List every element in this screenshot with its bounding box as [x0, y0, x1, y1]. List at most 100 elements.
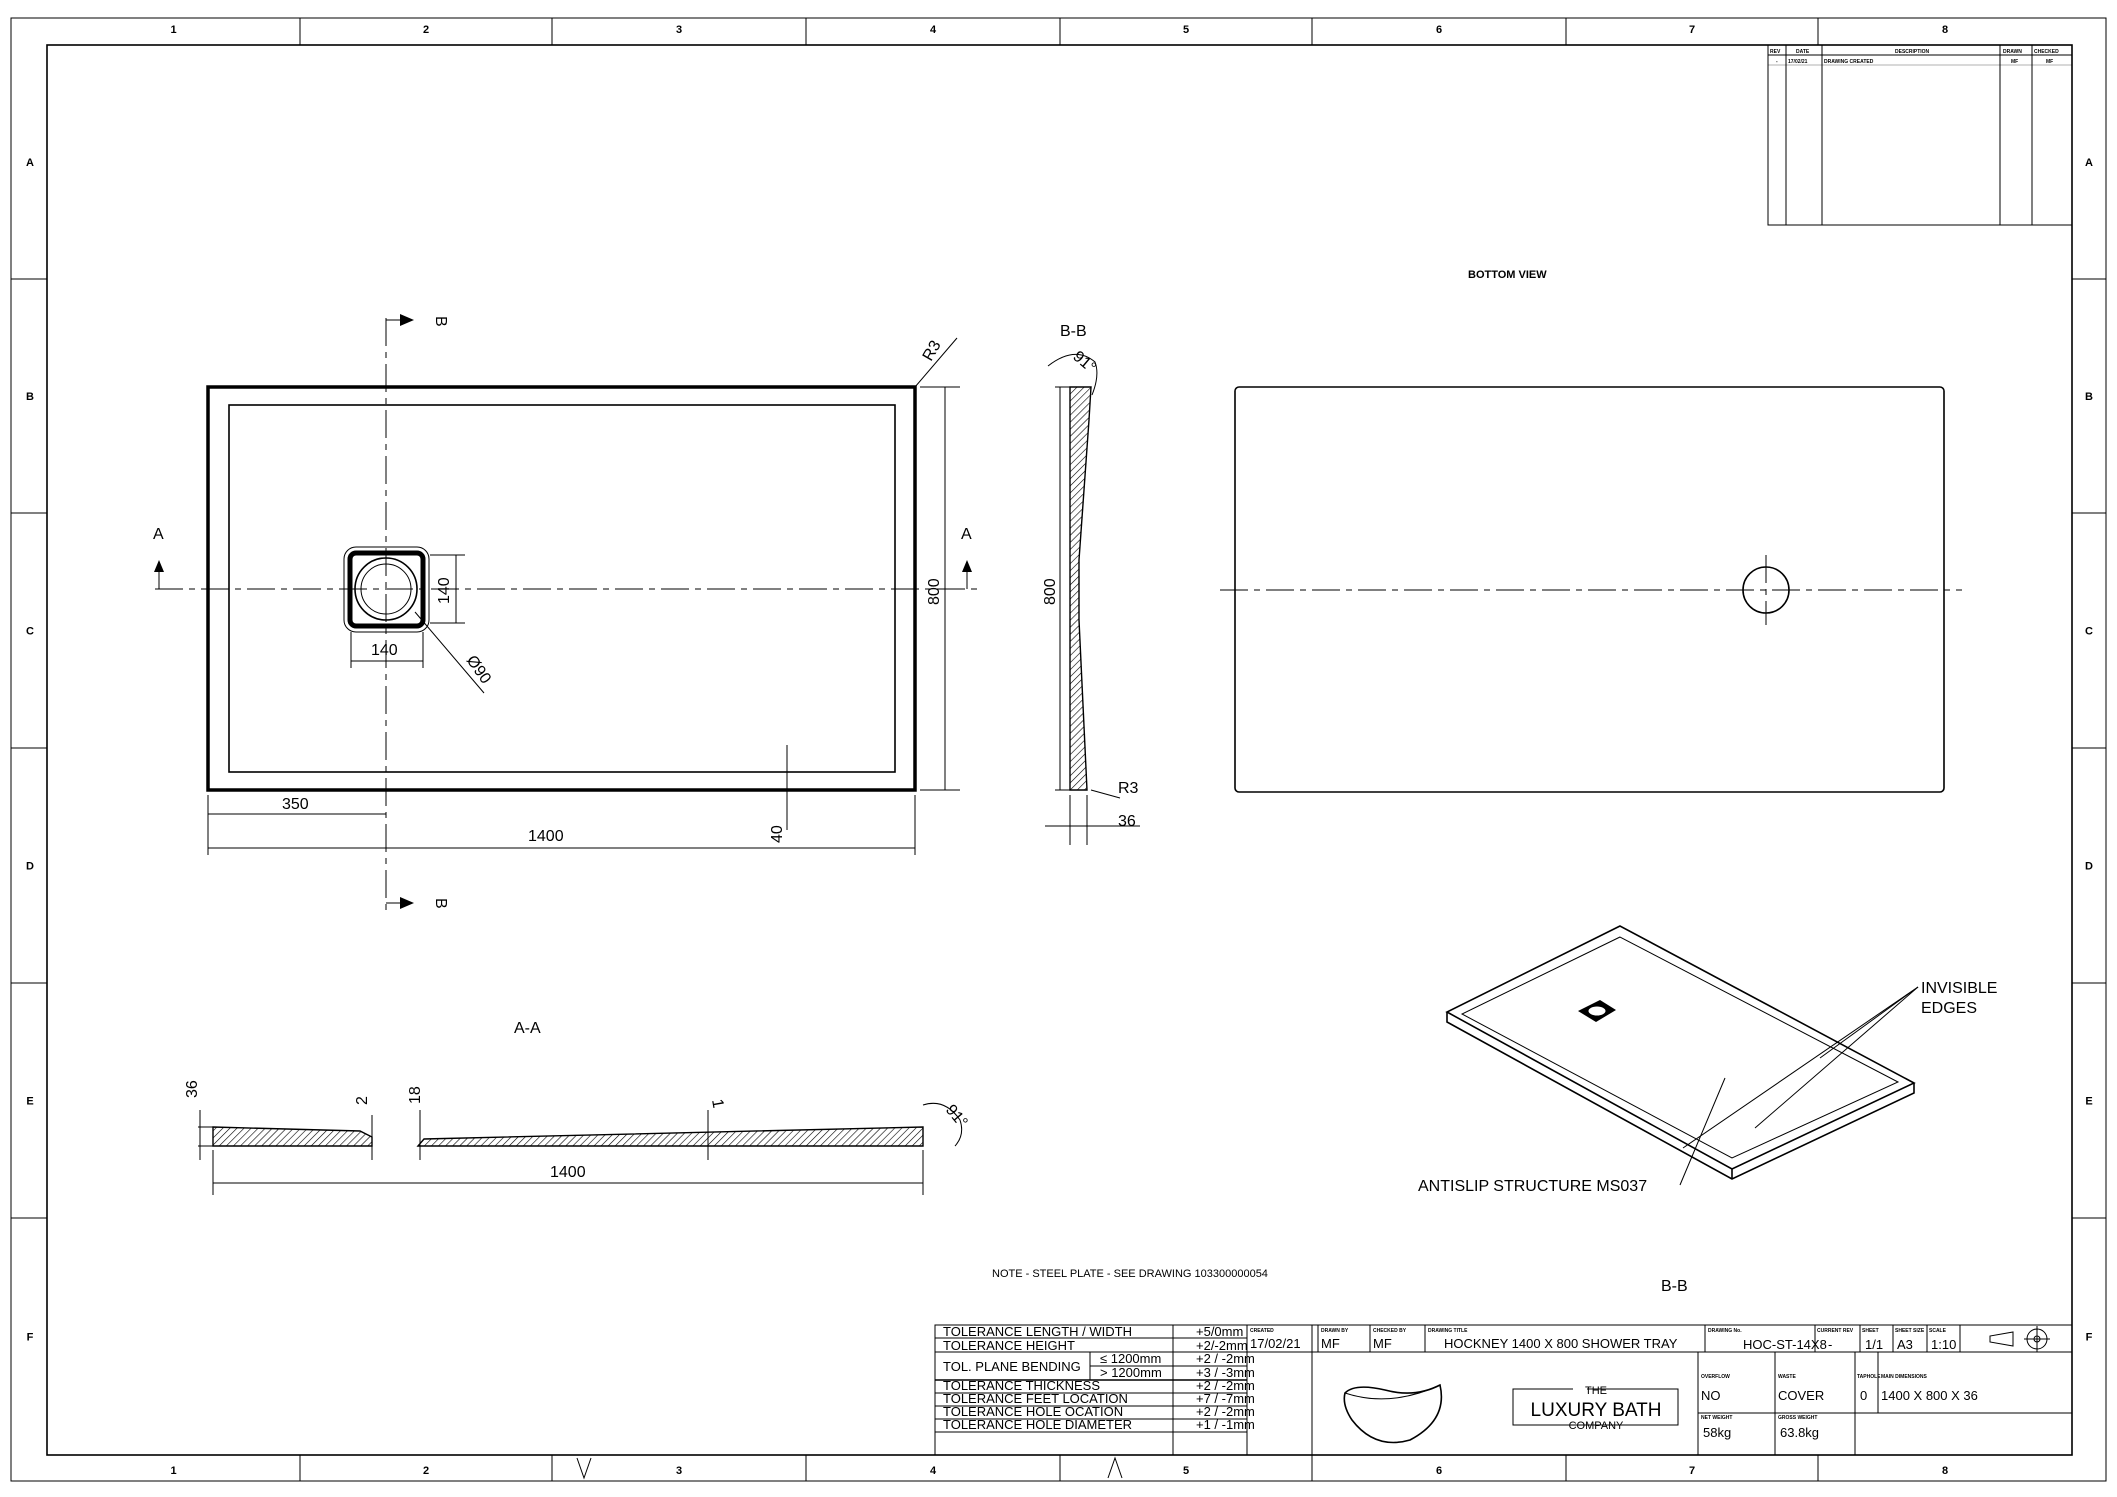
dim-drain-diameter: Ø90	[463, 653, 494, 688]
tol-label: TOL. PLANE BENDING	[943, 1359, 1081, 1374]
tol-sub: ≤ 1200mm	[1100, 1351, 1161, 1366]
zone-column-label: 4	[930, 1465, 937, 1477]
net-weight-label: NET WEIGHT	[1701, 1415, 1732, 1421]
zone-row-label: C	[2085, 626, 2093, 638]
tol-value: +2/-2mm	[1196, 1338, 1248, 1353]
zone-column-label: 3	[676, 1465, 682, 1477]
tol-value: +7 / -7mm	[1196, 1391, 1255, 1406]
zone-row-label: C	[26, 626, 34, 638]
created-value: 17/02/21	[1250, 1336, 1301, 1351]
section-bb-thickness: 36	[1118, 813, 1136, 830]
plan-view: A A B B 350 1400 800 140 140 Ø90 40 R3	[153, 314, 980, 910]
zone-column-label: 2	[423, 1465, 429, 1477]
logo-the: THE	[1585, 1385, 1607, 1397]
tol-label: TOLERANCE LENGTH / WIDTH	[943, 1324, 1132, 1339]
section-aa-length: 1400	[550, 1164, 586, 1181]
antislip-label: ANTISLIP STRUCTURE MS037	[1418, 1178, 1647, 1195]
dims-label: MAIN DIMENSIONS	[1881, 1374, 1928, 1380]
dim-offset-350: 350	[282, 796, 309, 813]
checked-header: CHECKED	[2034, 49, 2059, 55]
section-aa-angle: 91°	[942, 1102, 971, 1131]
zone-column-label: 6	[1436, 1465, 1442, 1477]
bottom-view-title: BOTTOM VIEW	[1468, 269, 1547, 281]
dim-height-800: 800	[926, 578, 943, 605]
taphole-value: 0	[1860, 1388, 1867, 1403]
section-a-label-right: A	[961, 526, 972, 543]
zone-row-label: F	[27, 1332, 34, 1344]
zone-row-label: D	[2085, 861, 2093, 873]
rev-header: REV	[1770, 49, 1781, 55]
rev-description: DRAWING CREATED	[1824, 59, 1874, 65]
drawing-number: HOC-ST-14X8	[1743, 1337, 1827, 1352]
radius-r3: R3	[920, 338, 945, 364]
size-label: SHEET SIZE	[1895, 1328, 1925, 1334]
rev-value: -	[1776, 59, 1778, 65]
taphole-label: TAPHOLE	[1857, 1374, 1881, 1380]
drawing-frame	[10, 17, 2107, 1482]
tol-label: TOLERANCE FEET LOCATION	[943, 1391, 1128, 1406]
section-a-label-left: A	[153, 526, 164, 543]
net-weight-value: 58kg	[1703, 1425, 1731, 1440]
tol-value: +2 / -2mm	[1196, 1378, 1255, 1393]
zone-row-label: B	[2085, 391, 2093, 403]
section-aa-mid: 18	[407, 1086, 424, 1104]
waste-value: COVER	[1778, 1388, 1824, 1403]
title-block: CREATED 17/02/21 DRAWN BY MF CHECKED BY …	[1246, 1324, 2073, 1456]
tol-label: TOLERANCE HEIGHT	[943, 1338, 1075, 1353]
gross-weight-label: GROSS WEIGHT	[1778, 1415, 1817, 1421]
date-header: DATE	[1796, 49, 1810, 55]
section-bb-view: B-B 91° 800 R3 36	[1042, 323, 1140, 845]
tol-sub: > 1200mm	[1100, 1365, 1162, 1380]
tol-value: +5/0mm	[1196, 1324, 1243, 1339]
waste-label: WASTE	[1778, 1374, 1796, 1380]
zone-column-label: 7	[1689, 1465, 1695, 1477]
section-bb-title: B-B	[1060, 323, 1087, 340]
overflow-value: NO	[1701, 1388, 1721, 1403]
dims-value: 1400 X 800 X 36	[1881, 1388, 1978, 1403]
created-label: CREATED	[1250, 1328, 1274, 1334]
bottom-view: BOTTOM VIEW	[1220, 269, 1962, 793]
zone-column-label: 5	[1183, 24, 1189, 36]
drain-hole-icon	[1742, 566, 1790, 614]
zone-row-label: F	[2086, 1332, 2093, 1344]
sheet-value: 1/1	[1865, 1337, 1883, 1352]
detail-bb-label: B-B	[1661, 1278, 1688, 1295]
section-aa-step: 2	[354, 1096, 371, 1105]
invisible-edges-label-2: EDGES	[1921, 1000, 1977, 1017]
zone-row-label: B	[26, 391, 34, 403]
bowl-logo-icon	[1343, 1383, 1443, 1444]
zone-column-label: 8	[1942, 24, 1948, 36]
zone-row-label: A	[26, 157, 34, 169]
checked-value: MF	[1373, 1336, 1392, 1351]
tol-value: +1 / -1mm	[1196, 1417, 1255, 1432]
number-label: DRAWING No.	[1708, 1328, 1742, 1334]
logo-company: COMPANY	[1569, 1420, 1624, 1432]
drawing-title: HOCKNEY 1400 X 800 SHOWER TRAY	[1444, 1336, 1678, 1351]
rev-label: CURRENT REV	[1817, 1328, 1854, 1334]
revision-table: REV DATE DESCRIPTION DRAWN CHECKED - 17/…	[1767, 44, 2073, 226]
section-aa-thickness: 36	[184, 1080, 201, 1098]
zone-row-label: A	[2085, 157, 2093, 169]
drawn-value: MF	[1321, 1336, 1340, 1351]
zone-column-label: 2	[423, 24, 429, 36]
drawn-header: DRAWN	[2003, 49, 2022, 55]
checked-label: CHECKED BY	[1373, 1328, 1407, 1334]
tol-label: TOLERANCE HOLE OCATION	[943, 1404, 1123, 1419]
zone-column-label: 4	[930, 24, 937, 36]
section-aa-slope: 1	[708, 1098, 726, 1110]
zone-column-label: 8	[1942, 1465, 1948, 1477]
size-value: A3	[1897, 1337, 1913, 1352]
tol-label: TOLERANCE THICKNESS	[943, 1378, 1100, 1393]
dim-drain-height: 140	[436, 577, 453, 604]
rev-date: 17/02/21	[1788, 59, 1808, 65]
zone-row-label: E	[26, 1096, 33, 1108]
drain-icon	[343, 546, 430, 633]
logo-luxury-bath: LUXURY BATH	[1531, 1400, 1662, 1421]
gross-weight-value: 63.8kg	[1780, 1425, 1819, 1440]
tol-value: +2 / -2mm	[1196, 1351, 1255, 1366]
company-logo: THE LUXURY BATH COMPANY	[1512, 1385, 1679, 1432]
zone-row-label: D	[26, 861, 34, 873]
sheet-label: SHEET	[1862, 1328, 1879, 1334]
